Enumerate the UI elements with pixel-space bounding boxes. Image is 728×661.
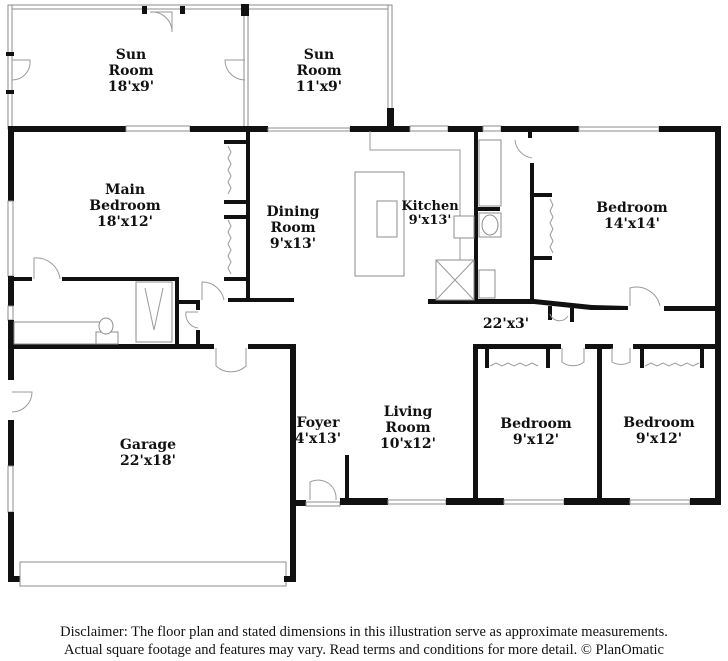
room-label-bedroom-9a: Bedroom 9'x12' xyxy=(500,416,571,448)
room-label-dining-room: Dining Room 9'x13' xyxy=(267,204,320,252)
disclaimer-line-2: Actual square footage and features may v… xyxy=(64,642,664,658)
room-dimensions: 9'x12' xyxy=(512,432,560,448)
room-name: Dining xyxy=(266,204,320,220)
room-dimensions: 22'x3' xyxy=(482,316,530,332)
room-dimensions: 18'x9' xyxy=(107,79,155,95)
room-name: Sun xyxy=(115,47,147,63)
room-dimensions: 10'x12' xyxy=(380,436,436,452)
room-label-living-room: Living Room 10'x12' xyxy=(380,404,436,452)
door-swing xyxy=(11,59,31,81)
room-name: Sun xyxy=(303,47,335,63)
room-label-main-bedroom: Main Bedroom 18'x12' xyxy=(89,182,160,230)
interior-walls xyxy=(8,126,721,502)
room-label-hall: 22'x3' xyxy=(483,316,529,332)
room-label-garage: Garage 22'x18' xyxy=(120,437,176,469)
room-name: Bedroom xyxy=(623,415,695,431)
room-dimensions: 9'x13' xyxy=(269,236,317,252)
room-name: Bedroom xyxy=(89,198,161,214)
floor-plan xyxy=(6,4,721,587)
room-label-foyer: Foyer 4'x13' xyxy=(295,415,341,447)
room-dimensions: 18'x12' xyxy=(97,214,153,230)
room-dimensions: 4'x13' xyxy=(294,431,342,447)
room-label-bedroom-14: Bedroom 14'x14' xyxy=(596,200,667,232)
disclaimer-line-1: Disclaimer: The floor plan and stated di… xyxy=(60,624,668,640)
room-dimensions: 11'x9' xyxy=(295,79,343,95)
room-name: Room xyxy=(296,63,342,79)
room-dimensions: 22'x18' xyxy=(120,453,176,469)
room-label-bedroom-9b: Bedroom 9'x12' xyxy=(623,415,694,447)
room-dimensions: 9'x13' xyxy=(408,213,452,228)
door-swing xyxy=(149,11,173,33)
closet-doors xyxy=(227,145,700,367)
room-name: Living xyxy=(383,404,433,420)
room-name: Room xyxy=(385,420,431,436)
room-name: Foyer xyxy=(296,415,340,431)
room-dimensions: 14'x14' xyxy=(604,216,660,232)
room-name: Kitchen xyxy=(401,199,459,214)
room-name: Room xyxy=(270,220,316,236)
room-name: Garage xyxy=(119,437,177,453)
room-name: Main xyxy=(104,182,146,198)
room-name: Bedroom xyxy=(596,200,668,216)
door-swing xyxy=(224,59,246,81)
exterior-walls xyxy=(7,125,721,587)
doors xyxy=(11,139,661,501)
room-label-sun-room-1: Sun Room 18'x9' xyxy=(108,47,154,95)
sun-room-walls xyxy=(6,4,394,130)
room-name: Bedroom xyxy=(500,416,572,432)
room-dimensions: 9'x12' xyxy=(635,431,683,447)
room-label-sun-room-2: Sun Room 11'x9' xyxy=(296,47,342,95)
room-name: Room xyxy=(108,63,154,79)
room-label-kitchen: Kitchen 9'x13' xyxy=(401,200,458,228)
fixtures xyxy=(13,131,502,345)
